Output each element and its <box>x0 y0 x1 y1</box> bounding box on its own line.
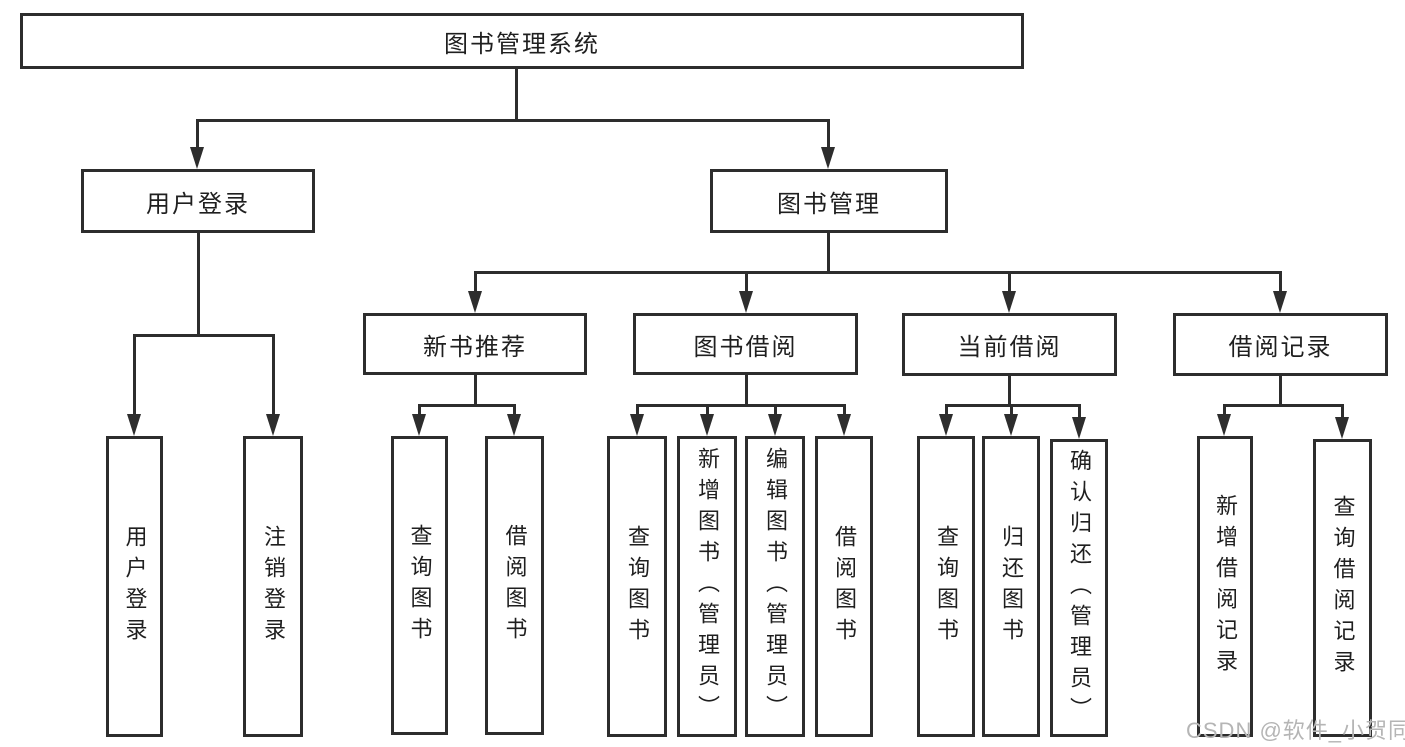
arrowhead-leaf-login-icon <box>127 414 141 436</box>
leaf-records-query-label: 查询借阅记录 <box>1330 495 1356 681</box>
connector-borrowrecords-hbar <box>1223 404 1343 407</box>
arrowhead-newbook-icon <box>468 291 482 313</box>
arrowhead-bb-edit-icon <box>768 414 782 436</box>
leaf-records-add-label: 新增借阅记录 <box>1213 493 1238 680</box>
arrowhead-leaf-logout-icon <box>266 414 280 436</box>
leaf-newbook-borrow-label: 借阅图书 <box>502 523 528 648</box>
connector-drop-cb-confirm <box>1078 404 1081 418</box>
connector-newbook-stem <box>474 375 477 407</box>
leaf-user-login: 用户登录 <box>106 436 163 737</box>
connector-currentborrow-stem <box>1008 376 1011 407</box>
arrowhead-borrowrecords-icon <box>1273 291 1287 313</box>
node-book-mgmt-label: 图书管理 <box>777 190 881 218</box>
arrowhead-nb-borrow-icon <box>507 414 521 436</box>
leaf-records-add: 新增借阅记录 <box>1197 436 1253 737</box>
connector-newbook-hbar <box>418 404 516 407</box>
connector-userlogin-stem <box>197 233 200 335</box>
connector-drop-newbook <box>474 271 477 295</box>
leaf-newbook-query-label: 查询图书 <box>407 523 433 648</box>
connector-drop-userlogin <box>196 119 199 151</box>
connector-root-stem <box>515 69 518 120</box>
connector-root-hbar <box>196 119 830 122</box>
connector-userlogin-hbar <box>133 334 275 337</box>
arrowhead-cb-query-icon <box>939 414 953 436</box>
arrowhead-bookmgmt-icon <box>821 147 835 169</box>
node-user-login: 用户登录 <box>81 169 315 233</box>
node-book-borrow: 图书借阅 <box>633 313 858 375</box>
node-current-borrow: 当前借阅 <box>902 313 1117 376</box>
connector-drop-bookmgmt <box>827 119 830 151</box>
leaf-current-confirm: 确认归还（管理员） <box>1050 439 1108 737</box>
connector-drop-bookborrow <box>745 271 748 295</box>
leaf-bookborrow-query: 查询图书 <box>607 436 667 737</box>
node-new-book-label: 新书推荐 <box>423 333 527 361</box>
arrowhead-currentborrow-icon <box>1002 291 1016 313</box>
leaf-bookborrow-query-label: 查询图书 <box>625 524 650 649</box>
connector-bookborrow-stem <box>745 375 748 407</box>
leaf-logout-label: 注销登录 <box>261 524 286 649</box>
leaf-current-return: 归还图书 <box>982 436 1040 737</box>
leaf-current-query-label: 查询图书 <box>934 524 959 649</box>
arrowhead-bb-add-icon <box>700 414 714 436</box>
connector-drop-br-query <box>1341 404 1344 418</box>
connector-drop-nb-query <box>418 404 421 418</box>
leaf-bookborrow-borrow-label: 借阅图书 <box>832 524 857 649</box>
leaf-bookborrow-borrow: 借阅图书 <box>815 436 873 737</box>
connector-drop-borrowrecords <box>1279 271 1282 295</box>
connector-drop-currentborrow <box>1008 271 1011 295</box>
node-book-borrow-label: 图书借阅 <box>693 333 798 361</box>
leaf-logout: 注销登录 <box>243 436 303 737</box>
node-root: 图书管理系统 <box>20 13 1024 69</box>
leaf-current-query: 查询图书 <box>917 436 975 737</box>
csdn-watermark: CSDN @软件_小贺同学 <box>1186 718 1405 743</box>
connector-drop-bb-add <box>706 404 709 418</box>
connector-drop-cb-query <box>945 404 948 418</box>
leaf-bookborrow-edit-label: 编辑图书（管理员） <box>763 447 788 726</box>
node-user-login-label: 用户登录 <box>146 190 250 218</box>
connector-bookmgmt-hbar <box>474 271 1282 274</box>
leaf-records-query: 查询借阅记录 <box>1313 439 1372 737</box>
arrowhead-br-add-icon <box>1217 414 1231 436</box>
connector-drop-bb-borrow <box>843 404 846 418</box>
connector-bookmgmt-stem <box>827 233 830 274</box>
arrowhead-nb-query-icon <box>412 414 426 436</box>
leaf-bookborrow-add: 新增图书（管理员） <box>677 436 737 737</box>
arrowhead-cb-confirm-icon <box>1072 417 1086 439</box>
leaf-current-return-label: 归还图书 <box>999 524 1024 649</box>
node-book-mgmt: 图书管理 <box>710 169 948 233</box>
connector-drop-bb-query <box>636 404 639 418</box>
arrowhead-br-query-icon <box>1335 417 1349 439</box>
connector-borrowrecords-stem <box>1279 376 1282 407</box>
leaf-newbook-borrow: 借阅图书 <box>485 436 544 735</box>
arrowhead-bookborrow-icon <box>739 291 753 313</box>
connector-bookborrow-hbar <box>636 404 846 407</box>
arrowhead-bb-borrow-icon <box>837 414 851 436</box>
connector-drop-br-add <box>1223 404 1226 418</box>
leaf-bookborrow-add-label: 新增图书（管理员） <box>695 447 720 726</box>
node-borrow-records-label: 借阅记录 <box>1228 334 1333 361</box>
connector-drop-leaf-logout <box>272 334 275 418</box>
node-root-label: 图书管理系统 <box>444 30 600 58</box>
arrowhead-cb-return-icon <box>1004 414 1018 436</box>
leaf-user-login-label: 用户登录 <box>122 524 148 649</box>
connector-drop-nb-borrow <box>513 404 516 418</box>
leaf-bookborrow-edit: 编辑图书（管理员） <box>745 436 805 737</box>
connector-drop-cb-return <box>1010 404 1013 418</box>
leaf-current-confirm-label: 确认归还（管理员） <box>1067 448 1092 728</box>
node-new-book: 新书推荐 <box>363 313 587 375</box>
connector-drop-bb-edit <box>774 404 777 418</box>
node-current-borrow-label: 当前借阅 <box>957 334 1062 361</box>
arrowhead-userlogin-icon <box>190 147 204 169</box>
arrowhead-bb-query-icon <box>630 414 644 436</box>
connector-drop-leaf-login <box>133 334 136 418</box>
leaf-newbook-query: 查询图书 <box>391 436 448 735</box>
node-borrow-records: 借阅记录 <box>1173 313 1388 376</box>
